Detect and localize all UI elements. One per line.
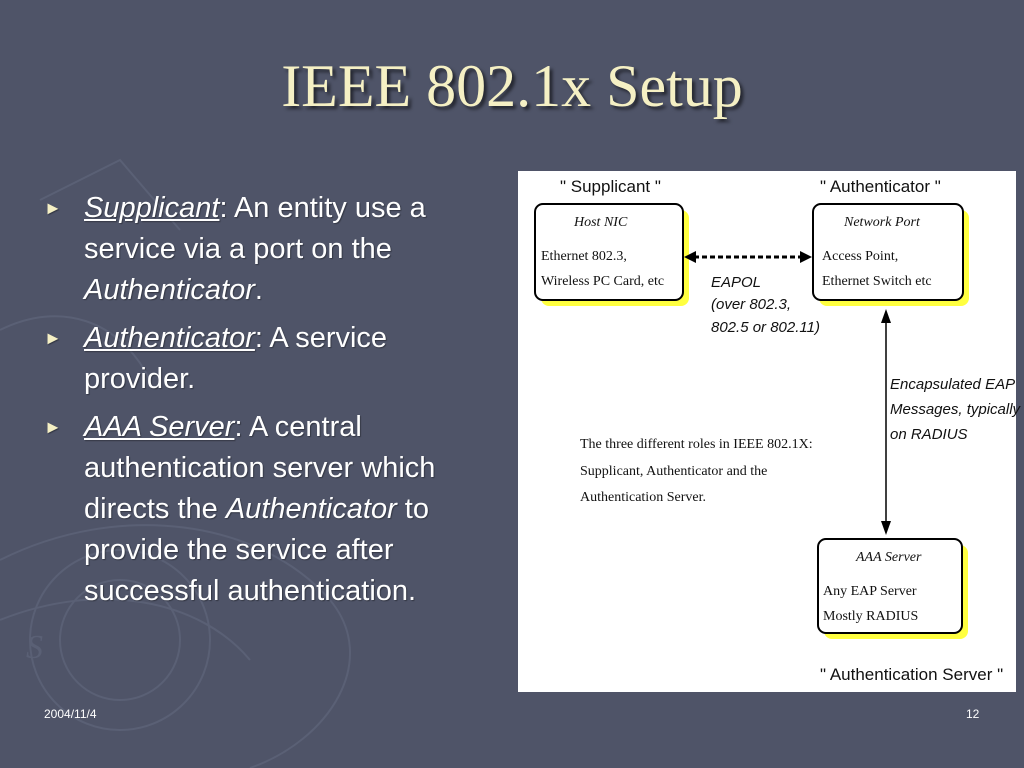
authenticator-role-label: " Authenticator "	[820, 177, 941, 196]
roles-note-line1: The three different roles in IEEE 802.1X…	[580, 437, 813, 452]
supplicant-title: Host NIC	[574, 215, 628, 230]
server-role-label: " Authentication Server "	[820, 665, 1004, 684]
authenticator-box	[812, 203, 964, 301]
bullet-term: Authenticator	[84, 322, 255, 354]
server-box	[817, 538, 963, 634]
server-line2: Mostly RADIUS	[823, 609, 919, 624]
ieee-8021x-diagram: " Supplicant " Host NIC Ethernet 802.3, …	[518, 171, 1020, 692]
supplicant-line1: Ethernet 802.3,	[541, 249, 627, 264]
arrow-down-icon	[881, 521, 891, 535]
server-line1: Any EAP Server	[823, 584, 917, 599]
bullet-arrow-icon: ►	[44, 328, 62, 348]
server-title: AAA Server	[856, 550, 922, 565]
supplicant-role-label: " Supplicant "	[560, 177, 661, 196]
arrow-right-icon	[800, 251, 812, 263]
encap-label: Encapsulated EAP	[890, 376, 1016, 393]
footer-date: 2004/11/4	[44, 707, 97, 721]
authenticator-line1: Access Point,	[822, 249, 899, 264]
encap-label-line2: Messages, typically	[890, 401, 1021, 418]
bullet-arrow-icon: ►	[44, 198, 62, 218]
authenticator-title: Network Port	[844, 215, 920, 230]
bullet-list: ► Supplicant: An entity use a service vi…	[44, 188, 504, 619]
arrow-up-icon	[881, 309, 891, 323]
bullet-term: Supplicant	[84, 192, 220, 224]
bullet-authenticator: ► Authenticator: A service provider.	[44, 318, 504, 400]
bullet-text: An entity use a service via a port on th…	[84, 192, 426, 265]
eapol-label-line2: (over 802.3,	[711, 296, 792, 313]
bullet-term: AAA Server	[84, 411, 235, 443]
authenticator-line2: Ethernet Switch etc	[822, 274, 932, 289]
encap-label-line3: on RADIUS	[890, 426, 968, 443]
roles-note-line2: Supplicant, Authenticator and the	[580, 464, 768, 479]
page-number: 12	[966, 707, 980, 721]
supplicant-box	[534, 203, 684, 301]
slide-title: IEEE 802.1x Setup	[281, 53, 743, 119]
diagram-graphics	[534, 203, 969, 639]
bullet-arrow-icon: ►	[44, 417, 62, 437]
eapol-label: EAPOL	[711, 274, 762, 291]
svg-text:S: S	[26, 629, 43, 666]
arrow-left-icon	[684, 251, 696, 263]
bullet-aaa-server: ► AAA Server: A central authentication s…	[44, 407, 504, 612]
bullet-text: A central authentication server which di…	[84, 411, 436, 525]
eapol-label-line3: 802.5 or 802.11)	[711, 319, 820, 336]
bullet-text: A service provider.	[84, 322, 388, 395]
bullet-supplicant: ► Supplicant: An entity use a service vi…	[44, 188, 504, 311]
roles-note-line3: Authentication Server.	[580, 490, 706, 505]
supplicant-line2: Wireless PC Card, etc	[541, 274, 665, 289]
